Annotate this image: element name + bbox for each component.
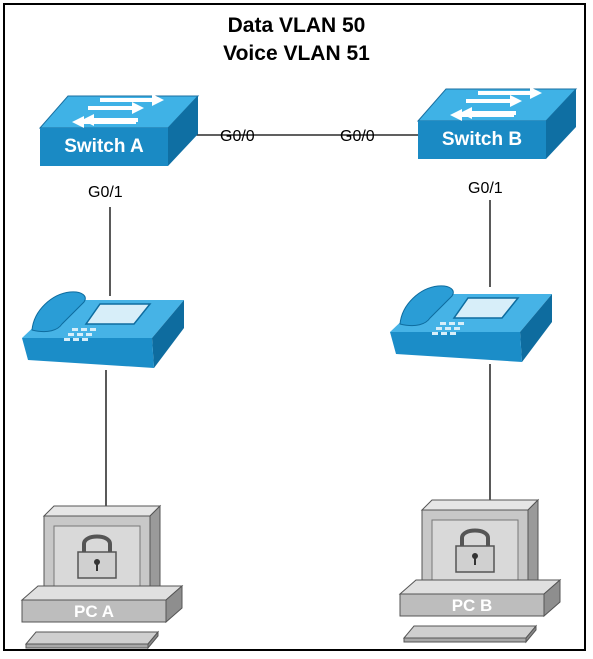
diagram-title-line2: Voice VLAN 51	[223, 42, 370, 65]
switch-a-label: Switch A	[64, 136, 144, 157]
pc-a-icon	[20, 504, 184, 650]
switch-b-uplink-port: G0/0	[340, 128, 375, 145]
diagram-frame	[3, 3, 586, 651]
switch-a-icon	[38, 94, 200, 166]
pc-a-label: PC A	[74, 602, 114, 621]
pc-b-icon	[398, 498, 562, 644]
switch-a-uplink-port: G0/0	[220, 128, 255, 145]
switch-a-down-port: G0/1	[88, 184, 123, 201]
phone-a-icon	[22, 291, 184, 368]
switch-b-down-port: G0/1	[468, 180, 503, 197]
pc-b-label: PC B	[451, 596, 493, 615]
links	[105, 134, 491, 506]
diagram-title-line1: Data VLAN 50	[227, 14, 366, 37]
pc-a-lock-icon	[77, 534, 117, 579]
switch-b-label: Switch B	[441, 129, 523, 150]
pc-b-lock-icon	[455, 528, 495, 573]
phone-b-icon	[390, 285, 552, 362]
switch-b-icon	[416, 87, 578, 159]
